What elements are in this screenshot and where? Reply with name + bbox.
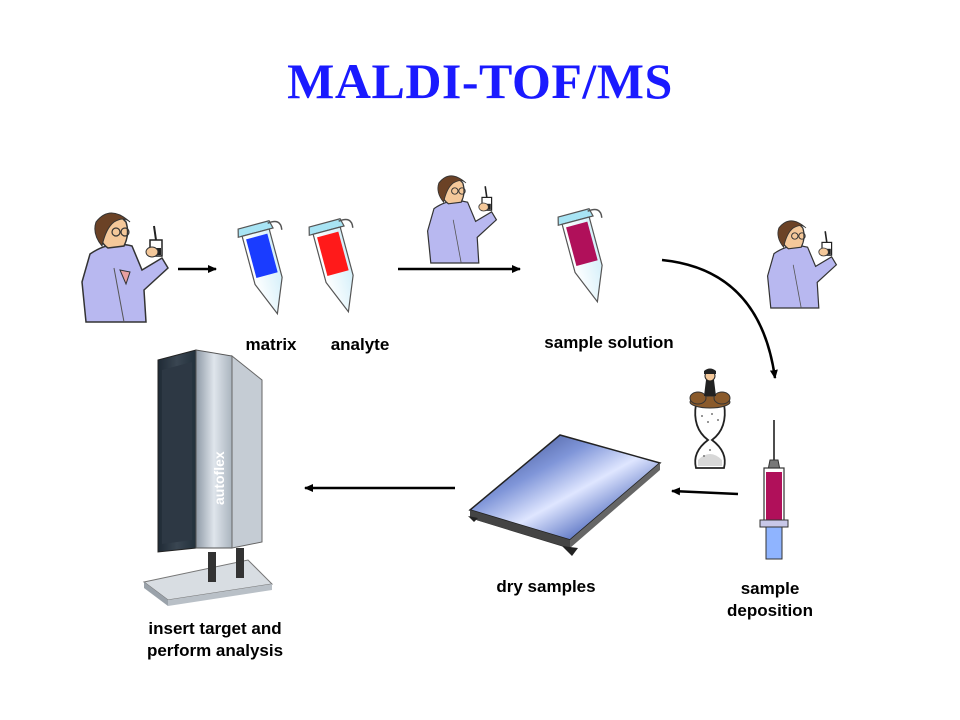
label-matrix: matrix xyxy=(245,335,297,354)
label-dry-samples: dry samples xyxy=(496,577,596,596)
label-insert-target: insert target and perform analysis xyxy=(120,618,310,662)
hourglass-icon xyxy=(689,368,731,469)
label-sample-deposition-line2: deposition xyxy=(727,601,813,620)
label-insert-target-line1: insert target and xyxy=(148,619,282,638)
scientist-icon xyxy=(426,175,498,264)
arrow-curve-to-deposition xyxy=(661,258,778,379)
label-sample-solution: sample solution xyxy=(544,333,674,352)
tube-icon xyxy=(308,218,354,314)
arrow-to-dry-samples xyxy=(671,487,739,496)
syringe-icon xyxy=(759,420,789,560)
scientist-icon xyxy=(766,220,838,309)
mass-spectrometer-icon: autoflex xyxy=(142,349,274,606)
instrument-brand-text: autoflex xyxy=(211,451,227,505)
target-plate-icon xyxy=(468,434,662,556)
label-insert-target-line2: perform analysis xyxy=(146,641,284,660)
label-analyte: analyte xyxy=(330,335,390,354)
label-sample-deposition: sample deposition xyxy=(710,578,830,622)
tube-icon xyxy=(557,208,603,304)
page-title: MALDI-TOF/MS xyxy=(287,53,673,109)
tube-icon xyxy=(237,220,283,316)
scientist-icon xyxy=(81,212,169,323)
label-sample-deposition-line1: sample xyxy=(740,579,800,598)
